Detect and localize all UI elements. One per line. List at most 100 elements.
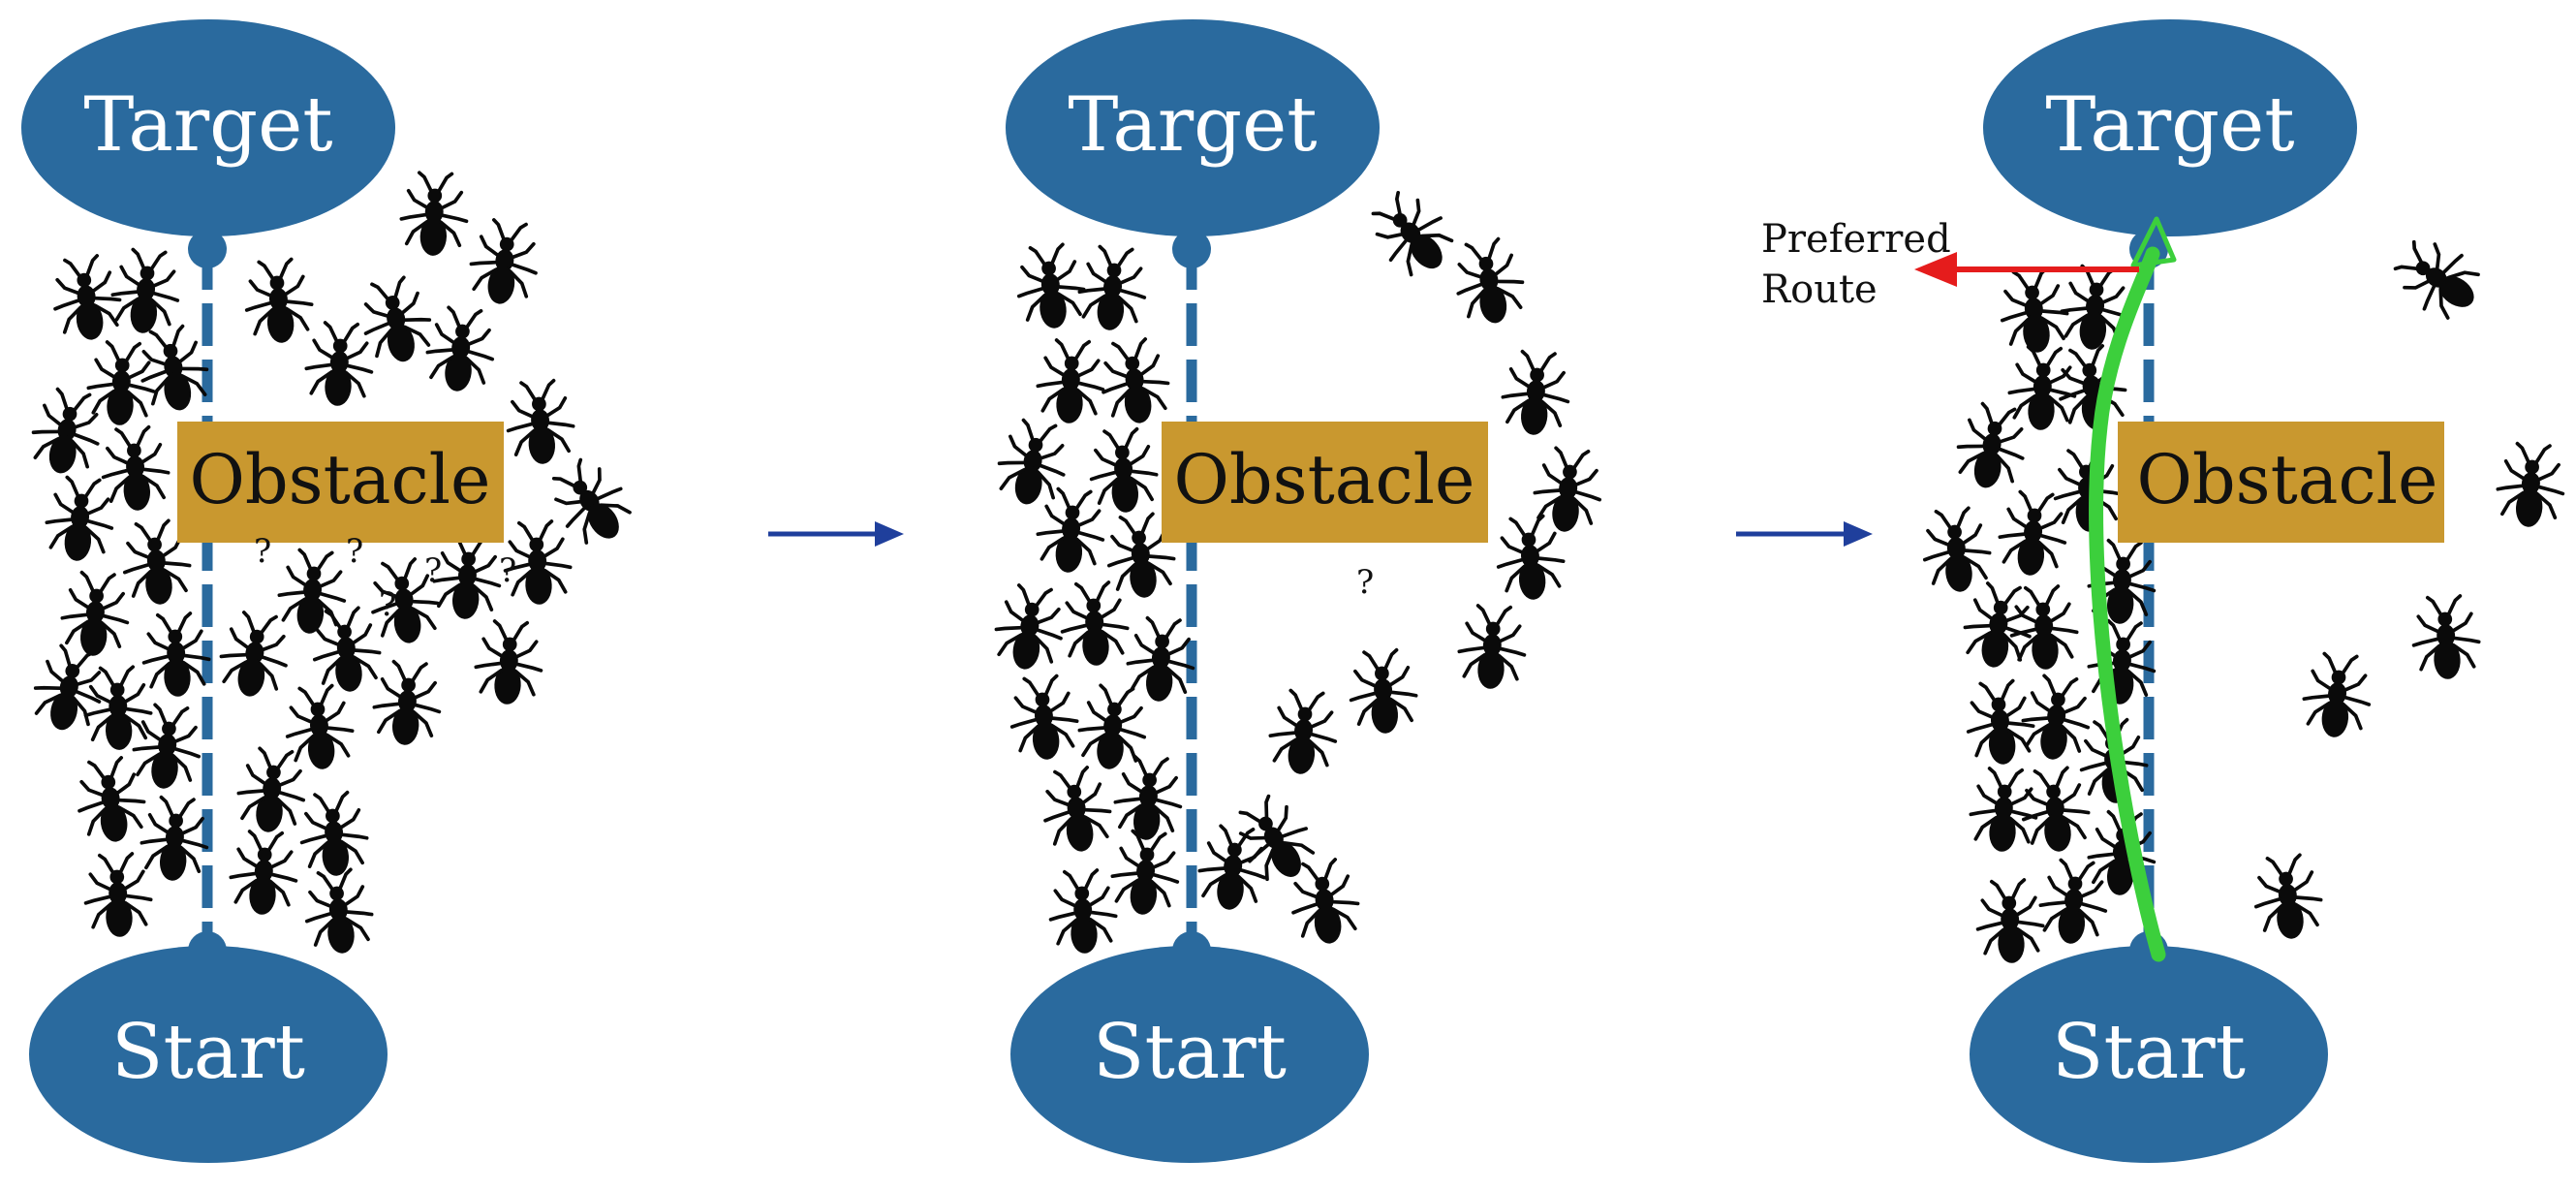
ant-icon xyxy=(1448,234,1531,330)
question-mark: ? xyxy=(1356,563,1374,602)
question-mark: ? xyxy=(254,532,271,571)
ant-swarm xyxy=(25,170,643,958)
ant-icon xyxy=(1995,488,2071,580)
ant-icon xyxy=(71,753,151,848)
ant-icon xyxy=(2409,593,2483,683)
ant-icon xyxy=(1110,753,1186,844)
ant-icon xyxy=(26,640,111,738)
ant-icon xyxy=(421,303,500,396)
target-node xyxy=(1006,19,1380,236)
ant-icon xyxy=(1011,240,1090,333)
target-node xyxy=(21,19,395,236)
target-label: Target xyxy=(1068,81,1317,169)
ant-icon xyxy=(464,215,544,310)
ant-icon xyxy=(2007,583,2081,674)
ant-icon xyxy=(140,611,213,701)
ant-icon xyxy=(214,608,295,703)
ant-icon xyxy=(1950,398,2033,495)
ant-icon xyxy=(2493,440,2568,531)
ant-icon xyxy=(503,377,578,468)
ant-icon xyxy=(398,170,471,259)
start-label: Start xyxy=(111,1009,305,1096)
transition-arrow xyxy=(768,521,904,547)
ant-icon xyxy=(128,701,206,794)
ant-icon xyxy=(1967,766,2040,856)
start-label: Start xyxy=(1093,1009,1287,1096)
ant-icon xyxy=(1123,614,1198,705)
ant-icon xyxy=(472,618,545,708)
ant-icon xyxy=(108,246,184,338)
ant-icon xyxy=(81,851,155,941)
ant-icon xyxy=(57,569,133,660)
target-label: Target xyxy=(83,81,332,169)
ant-icon xyxy=(2249,851,2327,944)
ant-icon xyxy=(1033,486,1109,578)
ant-icon xyxy=(227,829,300,919)
ant-icon xyxy=(47,251,127,346)
ant-icon xyxy=(2005,344,2079,434)
ant-icon xyxy=(1358,180,1466,290)
panel-2: Obstacle ? Target Start xyxy=(989,19,1607,1163)
ant-swarm xyxy=(989,180,1607,957)
ant-icon xyxy=(1107,828,1184,920)
ant-icon xyxy=(299,865,378,958)
path-connector-dot xyxy=(1172,230,1211,268)
ant-icon xyxy=(1034,337,1107,427)
start-node xyxy=(29,946,388,1163)
ant-icon xyxy=(989,580,1070,675)
panel-1: Obstacle ? ? ? ? ? Target Start xyxy=(21,19,643,1163)
ant-icon xyxy=(1086,425,1162,517)
ant-icon xyxy=(296,789,372,880)
ant-icon xyxy=(1046,867,1120,957)
ant-icon xyxy=(1995,265,2073,358)
ant-icon xyxy=(2050,445,2126,536)
obstacle-block xyxy=(2118,422,2444,543)
start-node xyxy=(1010,946,1369,1163)
ant-icon xyxy=(1455,603,1529,693)
question-mark: ? xyxy=(499,551,516,590)
ant-icon xyxy=(1962,677,2038,769)
ant-icon xyxy=(1006,673,1082,765)
ant-icon xyxy=(1346,646,1421,737)
obstacle-block xyxy=(177,422,504,543)
ant-icon xyxy=(1095,334,1175,429)
ant-icon xyxy=(354,271,439,370)
question-mark: ? xyxy=(379,585,396,624)
route-arrowhead xyxy=(2130,216,2177,268)
ant-icon xyxy=(1058,580,1132,670)
ant-icon xyxy=(429,532,505,623)
ant-icon xyxy=(137,794,212,885)
question-mark: ? xyxy=(346,532,363,571)
ant-icon xyxy=(1037,763,1117,858)
ant-icon xyxy=(1498,348,1573,439)
transition-arrow xyxy=(1736,521,1873,547)
ant-swarm xyxy=(1917,227,2568,967)
path-connector-dot xyxy=(188,230,227,268)
start-label: Start xyxy=(2052,1009,2246,1096)
obstacle-label: Obstacle xyxy=(2136,440,2437,519)
panel-3: Obstacle Target Start Preferred Route xyxy=(1761,19,2568,1163)
target-label: Target xyxy=(2045,81,2294,169)
ant-icon xyxy=(1973,877,2047,967)
target-node xyxy=(1983,19,2357,236)
preferred-route-label-line2: Route xyxy=(1761,267,1878,312)
ant-icon xyxy=(2384,227,2493,331)
ant-icon xyxy=(1492,513,1568,605)
ant-icon xyxy=(991,415,1073,512)
ant-icon xyxy=(1958,579,2038,674)
ant-icon xyxy=(1529,444,1607,537)
obstacle-label: Obstacle xyxy=(189,440,490,519)
ant-icon xyxy=(1265,687,1342,779)
ant-icon xyxy=(1074,243,1151,335)
ant-icon xyxy=(302,320,376,410)
start-node xyxy=(1970,946,2328,1163)
route-pointer-arrowhead xyxy=(1914,252,1957,287)
ant-icon xyxy=(2017,672,2095,765)
ant-icon xyxy=(2299,650,2375,742)
ant-icon xyxy=(42,474,118,566)
ant-icon xyxy=(369,658,445,749)
ant-icon xyxy=(281,682,357,774)
ant-icon xyxy=(1917,504,1996,597)
question-mark: ? xyxy=(424,551,442,590)
